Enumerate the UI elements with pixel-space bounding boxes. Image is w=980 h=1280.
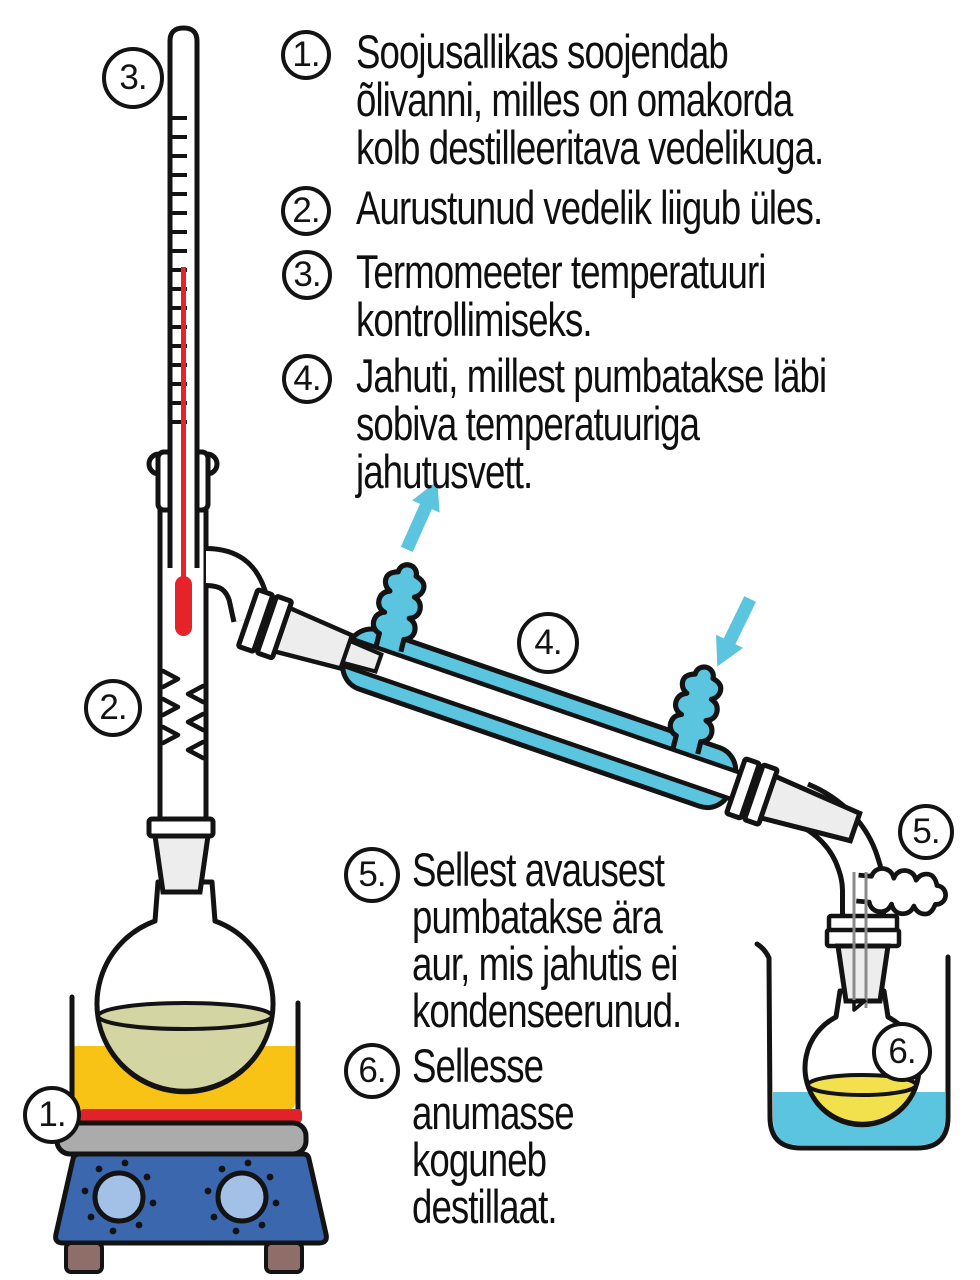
distillate-surface [806, 1073, 918, 1097]
legend-line: aur, mis jahutis ei [412, 937, 678, 990]
vacuum-hose-barb [856, 866, 948, 917]
boiling-liquid-surface [96, 1001, 274, 1031]
coolant-outlet-barb [370, 562, 427, 653]
lower-joint-ring-1 [724, 756, 762, 821]
beaker [754, 941, 951, 1151]
legend-line: sobiva temperatuuriga [356, 397, 700, 450]
upper-joint-ring-2 [255, 594, 294, 661]
legend-line: Soojusallikas soojendab [356, 25, 729, 78]
lower-joint-cone [757, 772, 863, 844]
legend-5-text: Sellest avausest pumbatakse ära aur, mis… [412, 843, 682, 1037]
legend-line: Jahuti, millest pumbatakse läbi [356, 349, 827, 402]
legend-line: Sellest avausest [412, 843, 665, 896]
legend-6-badge: 6. [344, 1043, 400, 1099]
legend-line: pumbatakse ära [412, 890, 663, 943]
knob-dial-marks [81, 1159, 280, 1235]
legend-4-badge: 4. [282, 354, 332, 404]
marker-column-badge: 2. [84, 679, 142, 737]
legend-line: Termomeeter temperatuuri [356, 245, 766, 298]
upper-joint-cone-tip [339, 638, 384, 674]
marker-condenser-badge: 4. [517, 612, 579, 674]
legend-line: Sellesse [412, 1039, 544, 1092]
hotplate-foot-left [64, 1241, 104, 1274]
still-head-arm [204, 546, 273, 623]
vapor-chevrons [160, 668, 206, 761]
coolant-out-arrow [400, 480, 440, 553]
marker-vacuum-outlet-badge: 5. [898, 804, 954, 860]
hotplate-top [54, 1120, 309, 1157]
heating-element [80, 1109, 302, 1123]
column-joint-cone [152, 833, 211, 895]
legend-3-badge: 3. [282, 250, 332, 300]
legend-line: kolb destilleeritava vedelikuga. [356, 121, 824, 174]
legend-line: kontrollimiseks. [356, 293, 593, 346]
drip-tube [852, 872, 868, 1012]
marker-receiver-badge: 6. [872, 1022, 932, 1082]
legend-line: destillaat. [412, 1180, 558, 1233]
marker-thermometer-badge: 3. [102, 47, 164, 109]
hotplate-knob-right[interactable] [215, 1170, 269, 1224]
legend-1-badge: 1. [281, 30, 331, 80]
legend-5-badge: 5. [344, 847, 400, 903]
receiver-joint-cone [835, 943, 891, 1004]
legend-line: anumasse [412, 1086, 575, 1139]
legend-line: õlivanni, milles on omakorda [356, 73, 793, 126]
upper-joint-ring-1 [236, 587, 275, 654]
legend-line: jahutusvett. [356, 445, 533, 498]
legend-line: kondenseerunud. [412, 984, 682, 1037]
column-joint-cup [146, 816, 216, 839]
legend-line: koguneb [412, 1133, 547, 1186]
coolant-in-arrow [716, 596, 756, 667]
hotplate-foot-right [264, 1241, 304, 1274]
legend-2-badge: 2. [281, 186, 331, 236]
legend-6-text: Sellesse anumasse koguneb destillaat. [412, 1039, 575, 1233]
legend-line: Aurustunud vedelik liigub üles. [356, 181, 823, 234]
coolant-inlet-barb [667, 664, 724, 755]
legend-4-text: Jahuti, millest pumbatakse läbi sobiva t… [356, 349, 827, 498]
marker-heat-source-badge: 1. [23, 1086, 81, 1144]
condenser [236, 562, 863, 844]
boiling-liquid [95, 1014, 275, 1093]
legend-1-text: Soojusallikas soojendab õlivanni, milles… [356, 25, 824, 174]
hotplate-knob-left[interactable] [92, 1170, 146, 1224]
mercury-bulb [175, 576, 192, 636]
legend-2-text: Aurustunud vedelik liigub üles. [356, 181, 823, 234]
legend-3-text: Termomeeter temperatuuri kontrollimiseks… [356, 245, 766, 346]
